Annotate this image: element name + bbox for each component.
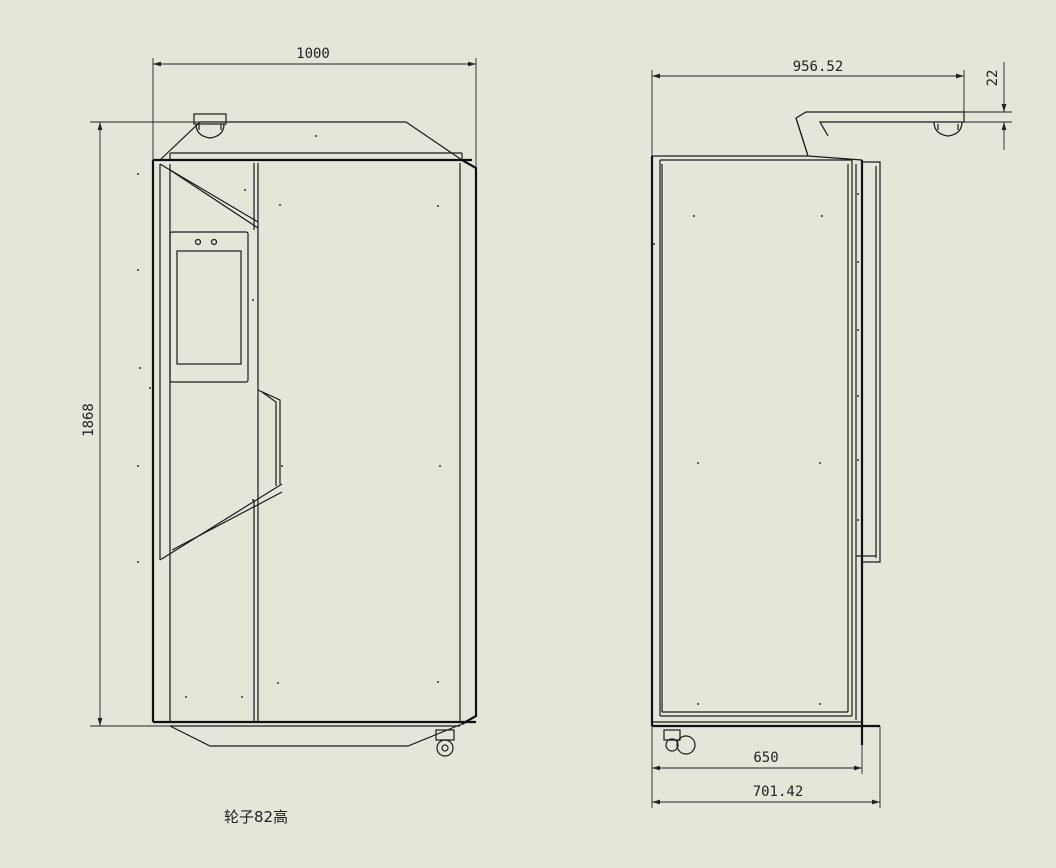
front-wheel xyxy=(435,729,455,757)
side-wheel xyxy=(663,729,696,755)
side-top-dimension: 956.52 xyxy=(651,59,965,156)
side-top-label: 956.52 xyxy=(793,59,844,75)
front-camera xyxy=(193,113,227,139)
front-right-edge xyxy=(461,159,478,725)
front-height-label: 1868 xyxy=(81,403,97,437)
side-offset-dimension: 22 xyxy=(964,62,1012,150)
side-bottom-outer-label: 701.42 xyxy=(753,784,804,800)
front-top-cap xyxy=(159,121,463,161)
front-width-label: 1000 xyxy=(296,46,330,62)
side-hole-marks xyxy=(653,193,859,705)
front-height-dimension: 1868 xyxy=(81,121,200,727)
side-bottom-inner-dimension: 650 xyxy=(651,726,863,808)
side-camera-arm xyxy=(795,111,965,157)
side-bottom-inner-label: 650 xyxy=(753,750,778,766)
front-width-dimension: 1000 xyxy=(152,46,477,168)
front-screen xyxy=(169,231,249,383)
side-view xyxy=(650,111,965,755)
front-view xyxy=(137,113,478,757)
side-bottom-outer-dimension: 701.42 xyxy=(652,726,881,808)
side-offset-label: 22 xyxy=(985,70,1001,87)
wheel-height-note: 轮子82高 xyxy=(224,808,288,826)
front-hole-marks xyxy=(137,135,441,698)
